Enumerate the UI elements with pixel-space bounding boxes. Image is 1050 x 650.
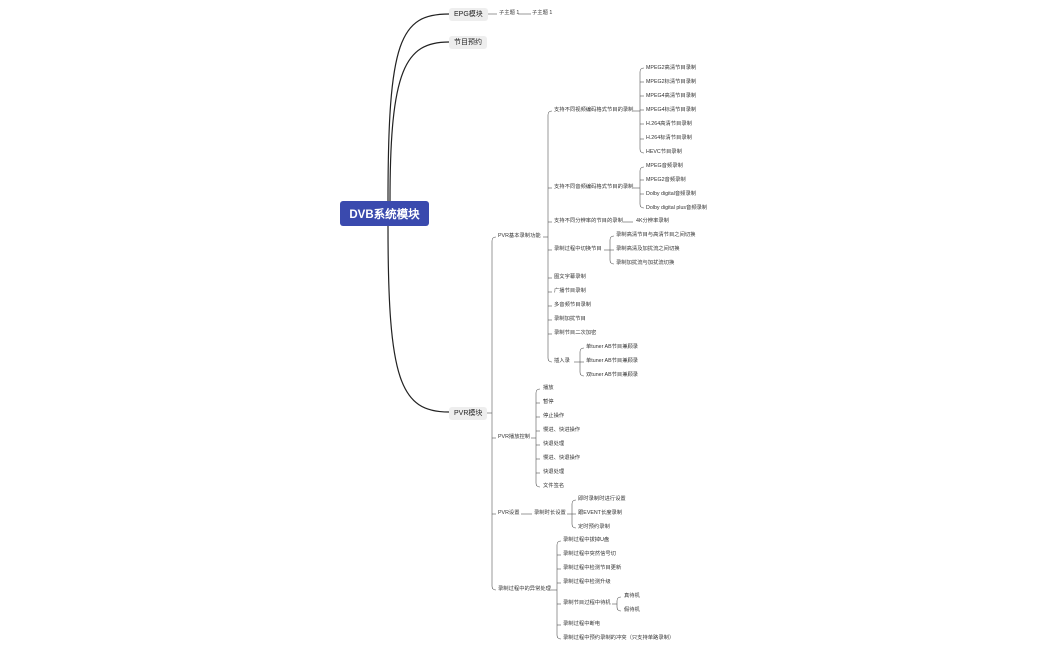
pvr-settings-node[interactable]: PVR设置: [498, 510, 520, 516]
program-booking-node[interactable]: 节目预约: [449, 36, 487, 49]
video-codec-item[interactable]: MPEG2标清节目录制: [646, 79, 697, 85]
exception-item[interactable]: 录制过程中检测升级: [563, 579, 611, 585]
epg-subtopic-node[interactable]: 子主题 1: [499, 10, 520, 16]
playback-item[interactable]: 播放: [543, 385, 554, 391]
video-codec-node[interactable]: 支持不同视频编码格式节目的录制: [554, 107, 634, 113]
switch-program-item[interactable]: 录制加扰流与加扰流切换: [616, 260, 675, 266]
audio-codec-item[interactable]: MPEG2音频录制: [646, 177, 686, 183]
video-codec-item[interactable]: H.264高清节目录制: [646, 121, 692, 127]
playback-item[interactable]: 慢进、快退操作: [543, 455, 581, 461]
video-codec-item[interactable]: H.264标清节目录制: [646, 135, 692, 141]
duration-setting-node[interactable]: 录制时长设置: [534, 510, 566, 516]
pvr-basic-node[interactable]: PVR基本录制功能: [498, 233, 541, 239]
audio-codec-item[interactable]: MPEG音频录制: [646, 163, 683, 169]
basic-misc-item[interactable]: 广播节目录制: [554, 288, 586, 294]
standby-item[interactable]: 假待机: [624, 607, 640, 613]
playback-item[interactable]: 停止操作: [543, 413, 565, 419]
video-codec-item[interactable]: MPEG4标清节目录制: [646, 107, 697, 113]
resolution-node[interactable]: 支持不同分辨率的节目的录制: [554, 218, 623, 224]
standby-item[interactable]: 真待机: [624, 593, 640, 599]
switch-program-item[interactable]: 录制高清节目与高清节目之间切换: [616, 232, 696, 238]
duration-item[interactable]: 即时录制时进行设置: [578, 496, 626, 502]
basic-misc-item[interactable]: 多音频节目录制: [554, 302, 592, 308]
epg-subtopic-node[interactable]: 子主题 1: [532, 10, 553, 16]
exception-item[interactable]: 录制过程中断电: [563, 621, 601, 627]
video-codec-item[interactable]: HEVC节目录制: [646, 149, 682, 155]
pvr-exceptions-node[interactable]: 录制过程中的异常处理: [498, 586, 551, 592]
pvr-playback-node[interactable]: PVR播放控制: [498, 434, 531, 440]
tuner-item[interactable]: 双tuner AB节目兼顾录: [586, 372, 639, 378]
pvr-module-node[interactable]: PVR模块: [449, 407, 488, 420]
switch-program-item[interactable]: 录制高清及加扰流之间切换: [616, 246, 680, 252]
duration-item[interactable]: 跟EVENT长度录制: [578, 510, 623, 516]
standby-node[interactable]: 录制节目过程中待机: [563, 600, 611, 606]
epg-module-node[interactable]: EPG模块: [449, 8, 488, 21]
playback-item[interactable]: 快退处理: [543, 441, 565, 447]
tuner-node[interactable]: 插入录: [554, 358, 570, 364]
exception-item[interactable]: 录制过程中突然信号切: [563, 551, 616, 557]
exception-item[interactable]: 录制过程中拔掉U盘: [563, 537, 610, 543]
exception-item[interactable]: 录制过程中检测节目更新: [563, 565, 622, 571]
tuner-item[interactable]: 单tuner AB节目兼顾录: [586, 358, 639, 364]
audio-codec-item[interactable]: Dolby digital plus音频录制: [646, 205, 708, 211]
basic-misc-item[interactable]: 录制加扰节目: [554, 316, 586, 322]
playback-item[interactable]: 文件签名: [543, 483, 565, 489]
audio-codec-node[interactable]: 支持不同音频编码格式节目的录制: [554, 184, 634, 190]
tuner-item[interactable]: 单tuner AB节目兼顾录: [586, 344, 639, 350]
switch-program-node[interactable]: 录制过程中切换节目: [554, 246, 602, 252]
basic-misc-item[interactable]: 图文字幕录制: [554, 274, 586, 280]
root-node[interactable]: DVB系统模块: [340, 201, 429, 226]
basic-misc-item[interactable]: 录制节目二次加密: [554, 330, 597, 336]
playback-item[interactable]: 慢进、快进操作: [543, 427, 581, 433]
exception-item[interactable]: 录制过程中预约录制的冲突（只支持单路录制）: [563, 635, 675, 641]
resolution-item[interactable]: 4K分辨率录制: [636, 218, 669, 224]
video-codec-item[interactable]: MPEG4高清节目录制: [646, 93, 697, 99]
video-codec-item[interactable]: MPEG2高清节目录制: [646, 65, 697, 71]
audio-codec-item[interactable]: Dolby digital音频录制: [646, 191, 697, 197]
playback-item[interactable]: 暂停: [543, 399, 554, 405]
duration-item[interactable]: 定时预约录制: [578, 524, 610, 530]
playback-item[interactable]: 快退处理: [543, 469, 565, 475]
